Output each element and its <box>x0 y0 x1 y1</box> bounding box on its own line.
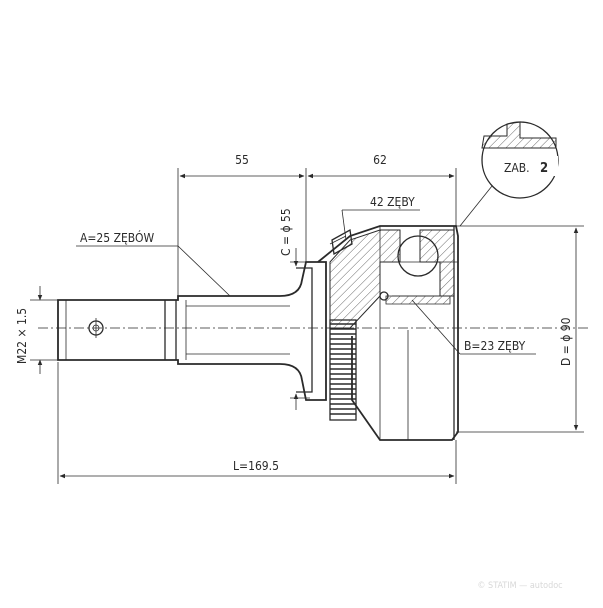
leader-a-teeth <box>76 245 231 297</box>
label-c-diameter: C = ϕ 55 <box>279 208 293 256</box>
dimension-thread <box>30 286 58 374</box>
dimension-c <box>290 248 310 410</box>
label-zab: ZAB. <box>504 161 530 175</box>
shaft <box>57 261 327 401</box>
leader-b-teeth <box>411 299 536 355</box>
label-d-diameter: D = ϕ 90 <box>559 317 573 366</box>
label-zab-num: 2 <box>540 161 548 176</box>
label-b-teeth: B=23 ZĘBY <box>464 339 526 353</box>
label-a-teeth: A=25 ZĘBÓW <box>80 230 154 245</box>
outer-housing <box>317 225 459 441</box>
watermark: © STATIM — autodoc <box>477 581 562 591</box>
small-hole-icon <box>379 291 389 301</box>
label-length: L=169.5 <box>233 459 279 473</box>
leader-42-teeth <box>341 209 420 241</box>
dimension-d <box>456 225 584 433</box>
dimension-55 <box>177 168 307 296</box>
detail-zab-callout <box>459 121 559 227</box>
lock-pin-hole <box>88 318 104 338</box>
label-thread: M22 × 1.5 <box>15 308 29 364</box>
label-42-teeth: 42 ZĘBY <box>370 195 415 209</box>
label-dim-55: 55 <box>235 153 249 167</box>
dimension-l <box>57 362 457 484</box>
label-dim-62: 62 <box>373 153 387 167</box>
dimension-62 <box>307 168 457 226</box>
